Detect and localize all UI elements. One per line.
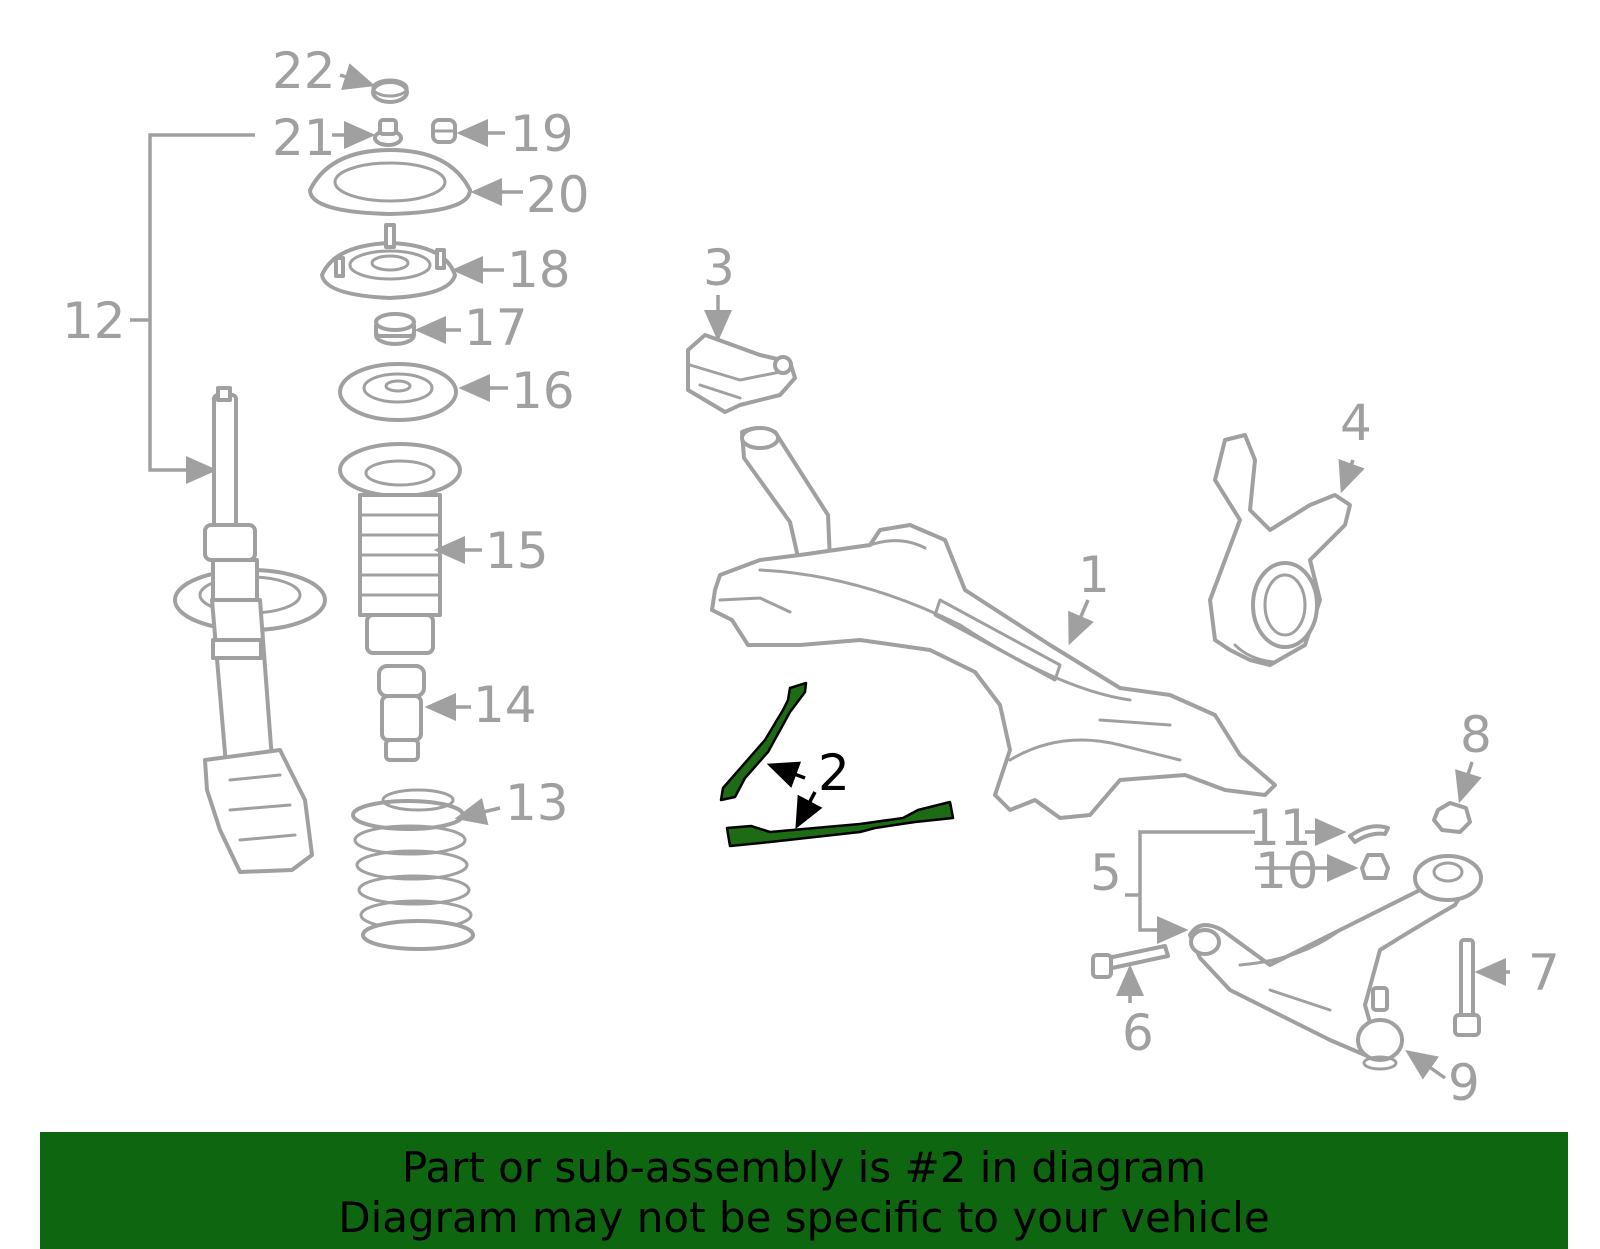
strut-assembly (130, 133, 327, 874)
callout-15: 15 (485, 522, 549, 580)
callout-6: 6 (1122, 1004, 1154, 1062)
part-13-coil-spring (351, 788, 475, 951)
part-15-boot (338, 442, 462, 655)
part-10-nut (1360, 853, 1390, 880)
callout-13: 13 (505, 774, 569, 832)
part-16-seat (338, 362, 458, 422)
callout-19: 19 (510, 105, 574, 163)
callout-labels: 22 21 19 20 18 17 16 12 15 14 13 3 4 1 2… (62, 42, 1560, 1112)
callout-7: 7 (1528, 944, 1560, 1002)
callout-14: 14 (473, 676, 537, 734)
callout-18: 18 (507, 241, 571, 299)
part-7-bolt (1453, 938, 1481, 1037)
part-11-clip (1348, 824, 1390, 844)
part-14-bumper (377, 664, 426, 762)
part-2-highlighted (719, 681, 955, 848)
callout-9: 9 (1448, 1054, 1480, 1112)
callout-8: 8 (1460, 706, 1492, 764)
callout-3: 3 (703, 239, 735, 297)
part-22-cap (371, 78, 409, 104)
part-2-brace-lower (725, 800, 955, 848)
callout-4: 4 (1340, 394, 1372, 452)
part-4-knuckle (1208, 433, 1352, 667)
part-1-crossmember (710, 426, 1277, 820)
leader-12 (148, 133, 255, 484)
callout-17: 17 (464, 299, 528, 357)
part-2-brace-upper (719, 681, 808, 802)
callout-20: 20 (526, 166, 590, 224)
part-17-spacer (374, 312, 416, 346)
part-5-control-arm (1188, 854, 1483, 1057)
part-8-nut (1432, 801, 1472, 834)
callout-12: 12 (62, 292, 126, 350)
part-9-ball-joint (1356, 986, 1404, 1071)
caption-banner: Part or sub-assembly is #2 in diagram Di… (40, 1132, 1568, 1249)
leader-lines (332, 63, 1510, 1080)
callout-16: 16 (511, 362, 575, 420)
callout-11: 11 (1248, 799, 1312, 857)
callout-10: 10 (1255, 842, 1319, 900)
part-6-bolt (1091, 944, 1170, 979)
callout-1: 1 (1078, 546, 1110, 604)
part-18-mount (320, 223, 457, 300)
callout-21: 21 (272, 109, 336, 167)
caption-line-2: Diagram may not be specific to your vehi… (338, 1193, 1270, 1242)
parts-diagram: 22 21 19 20 18 17 16 12 15 14 13 3 4 1 2… (62, 42, 1560, 1112)
part-20-insulator (308, 148, 472, 216)
callout-2: 2 (818, 744, 850, 802)
part-3-bracket (686, 333, 797, 414)
callout-22: 22 (272, 42, 336, 100)
caption-line-1: Part or sub-assembly is #2 in diagram (401, 1143, 1207, 1192)
part-19-bushing (431, 118, 457, 144)
callout-5: 5 (1090, 844, 1122, 902)
part-21-nut (373, 118, 403, 147)
